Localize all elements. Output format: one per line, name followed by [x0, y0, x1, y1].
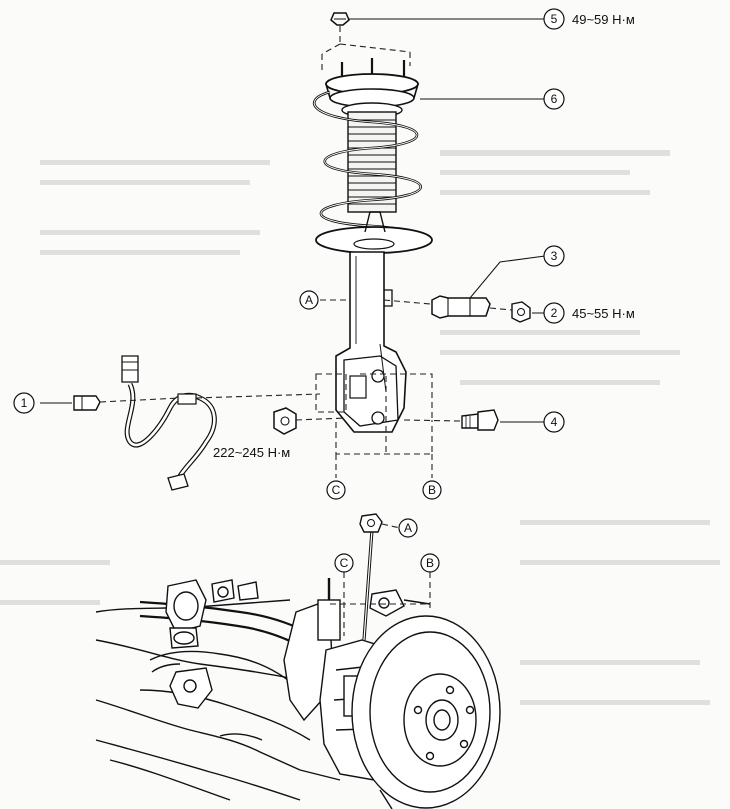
callout-4-circle: [543, 411, 565, 433]
lower-vehicle-assembly: [95, 578, 501, 809]
ref-b-lower: B: [420, 553, 440, 573]
callout-1-number: 1: [21, 396, 28, 410]
callout-6-circle: [543, 88, 565, 110]
callout-5: 5: [543, 8, 565, 30]
stabilizer-link: [431, 255, 546, 319]
ref-c-upper-letter: C: [332, 483, 341, 497]
strut-tube: [335, 251, 407, 433]
coil-spring: [312, 90, 422, 250]
callout-4-number: 4: [551, 415, 558, 429]
callout-leaders: [40, 18, 545, 423]
callout-4: 4: [543, 411, 565, 433]
ref-b-upper: B: [422, 480, 442, 500]
ref-a-lower-letter: A: [404, 521, 412, 535]
link-nut: [489, 301, 531, 323]
callout-2-torque: 45~55 Н·м: [572, 306, 635, 321]
knuckle-nut-torque: 222~245 Н·м: [213, 445, 290, 460]
callout-1: 1: [13, 392, 35, 414]
strut-assembly: [312, 12, 433, 478]
ref-a-upper-letter: A: [305, 293, 313, 307]
callout-5-torque: 49~59 Н·м: [572, 12, 635, 27]
top-mount: [325, 73, 419, 118]
knuckle-nut: [273, 407, 347, 435]
ref-c-lower-circle: [334, 553, 354, 573]
callout-5-number: 5: [551, 12, 558, 26]
ref-a-upper-circle: [299, 290, 319, 310]
ref-b-lower-letter: B: [426, 556, 434, 570]
callout-3: 3: [543, 245, 565, 267]
knuckle-bolt: [403, 409, 499, 431]
ref-c-lower: C: [334, 553, 354, 573]
ref-b-upper-circle: [422, 480, 442, 500]
callout-6: 6: [543, 88, 565, 110]
ref-a-lower: A: [398, 518, 418, 538]
callout-2: 2: [543, 302, 565, 324]
callout-1-circle: [13, 392, 35, 414]
callout-6-number: 6: [551, 92, 558, 106]
ref-c-lower-letter: C: [340, 556, 349, 570]
ref-b-lower-circle: [420, 553, 440, 573]
ref-c-upper-circle: [326, 480, 346, 500]
ref-a-lower-circle: [398, 518, 418, 538]
lower-stabilizer-link: [359, 513, 401, 641]
callout-2-circle: [543, 302, 565, 324]
brake-hose: [73, 355, 321, 491]
ref-b-upper-letter: B: [428, 483, 436, 497]
dust-boot: [347, 111, 397, 213]
mount-nut: [330, 12, 350, 26]
bleed-through-texture: [0, 150, 720, 705]
callout-5-circle: [543, 8, 565, 30]
ref-c-upper: C: [326, 480, 346, 500]
callout-3-number: 3: [551, 249, 558, 263]
ref-a-upper: A: [299, 290, 319, 310]
callout-3-circle: [543, 245, 565, 267]
callout-2-number: 2: [551, 306, 558, 320]
